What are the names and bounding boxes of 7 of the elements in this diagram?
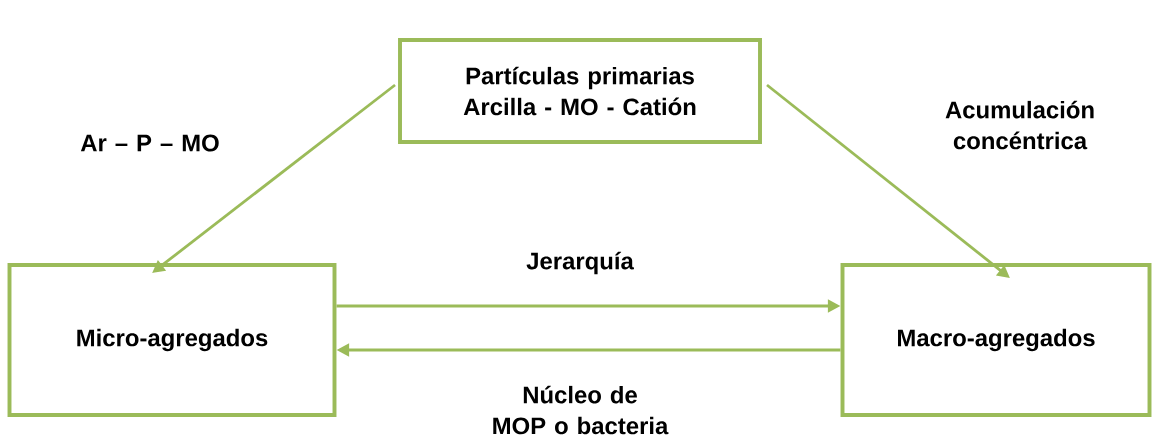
edge-label: Jerarquía bbox=[526, 251, 634, 275]
process-box: Micro-agregados bbox=[7, 263, 337, 417]
edge-label: Ar – P – MO bbox=[80, 134, 219, 152]
edge-label: Núcleo de MOP o bacteria bbox=[493, 385, 669, 435]
process-box: Macro-agregados bbox=[840, 263, 1152, 417]
edge-label: Acumulación concéntrica bbox=[945, 100, 1094, 150]
process-box: Partículas primarias Arcilla - MO - Catión bbox=[398, 38, 762, 144]
